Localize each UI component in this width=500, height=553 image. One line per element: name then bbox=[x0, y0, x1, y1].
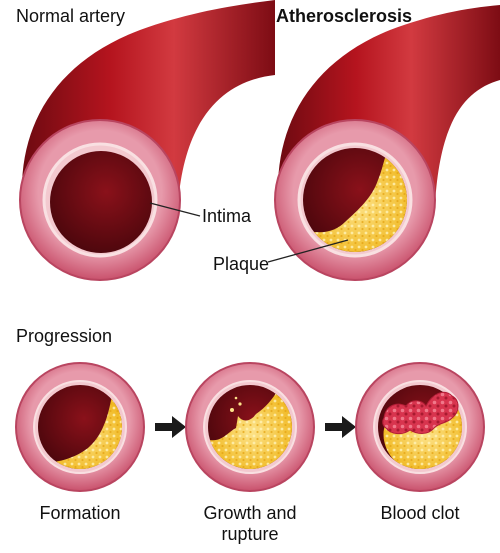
stage-label-line: Growth and bbox=[203, 503, 297, 523]
plaque-callout-line bbox=[267, 239, 349, 263]
progression-arrow-1 bbox=[155, 416, 186, 438]
intima-callout-line bbox=[149, 202, 201, 217]
stage-label-line: rupture bbox=[221, 524, 279, 544]
stage-growth-and-rupture bbox=[185, 362, 315, 492]
progression-arrow-2 bbox=[325, 416, 356, 438]
heading-atherosclerosis: Atherosclerosis bbox=[276, 6, 413, 26]
stage-label-growth-and-rupture: Growth and rupture bbox=[185, 503, 315, 545]
heading-progression: Progression bbox=[16, 326, 113, 346]
label-intima: Intima bbox=[202, 206, 252, 226]
blood-clot bbox=[382, 391, 459, 435]
heading-normal-artery: Normal artery bbox=[16, 6, 126, 26]
stage-label-blood-clot: Blood clot bbox=[360, 503, 480, 524]
plaque-deposit bbox=[210, 390, 292, 469]
label-plaque: Plaque bbox=[213, 254, 270, 274]
lumen bbox=[50, 151, 152, 253]
stage-label-line: Blood clot bbox=[380, 503, 460, 523]
plaque-deposit bbox=[44, 395, 122, 469]
atherosclerosis-illustration bbox=[274, 5, 500, 281]
stage-label-formation: Formation bbox=[20, 503, 140, 524]
stage-blood-clot bbox=[355, 362, 485, 492]
plaque-deposit bbox=[303, 150, 407, 252]
stage-label-line: Formation bbox=[39, 503, 121, 523]
stage-formation bbox=[15, 362, 145, 492]
normal-artery-illustration bbox=[19, 0, 276, 281]
